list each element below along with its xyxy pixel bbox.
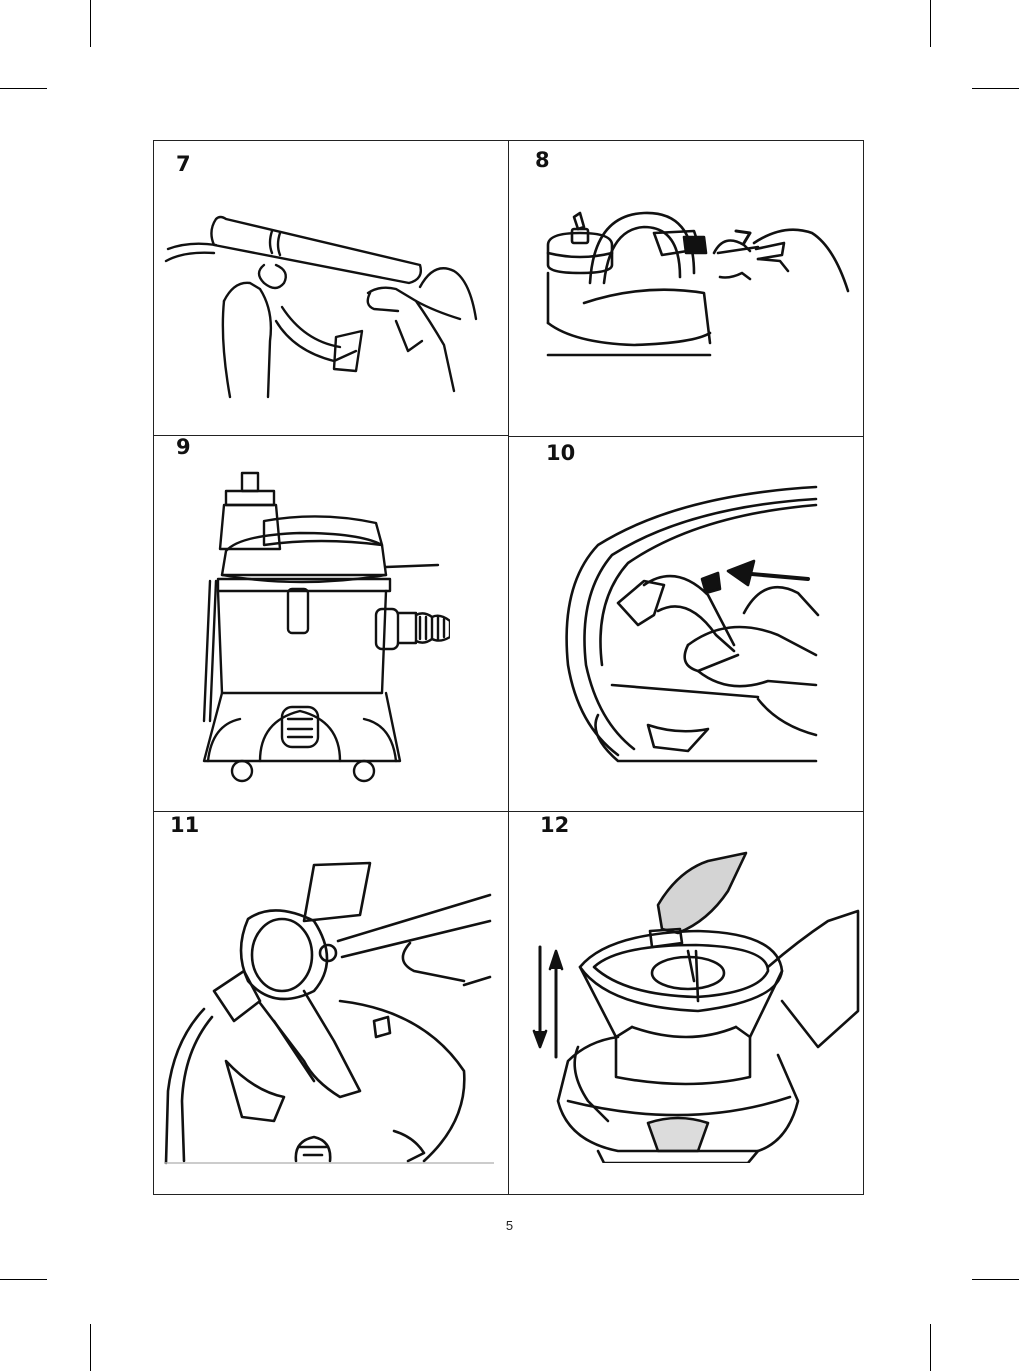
hand-removing-filter-holder-icon — [558, 485, 820, 771]
figure-number: 10 — [546, 443, 575, 464]
vacuum-cleaner-assembled-icon — [200, 471, 450, 786]
figure-number: 9 — [176, 437, 191, 458]
row-divider — [509, 436, 863, 437]
figure-number: 12 — [540, 815, 569, 836]
row-divider — [154, 811, 863, 812]
hand-lifting-filter-frame-icon — [164, 861, 494, 1165]
crop-mark — [0, 88, 47, 89]
crop-mark — [930, 0, 931, 47]
page-number: 5 — [0, 1218, 1019, 1233]
figure-number: 11 — [170, 815, 199, 836]
hands-lifting-container-icon — [528, 851, 863, 1163]
row-divider — [154, 435, 509, 436]
column-divider — [508, 141, 509, 1194]
figure-number: 8 — [535, 150, 550, 171]
crop-mark — [90, 1324, 91, 1371]
crop-mark — [930, 1324, 931, 1371]
figure-number: 7 — [176, 154, 191, 175]
hands-fitting-hose-clips-icon — [164, 201, 484, 401]
crop-mark — [972, 1279, 1019, 1280]
hand-unlocking-head-clip-icon — [544, 193, 854, 363]
crop-mark — [972, 88, 1019, 89]
crop-mark — [90, 0, 91, 47]
figure-grid: 7 8 — [153, 140, 864, 1195]
crop-mark — [0, 1279, 47, 1280]
